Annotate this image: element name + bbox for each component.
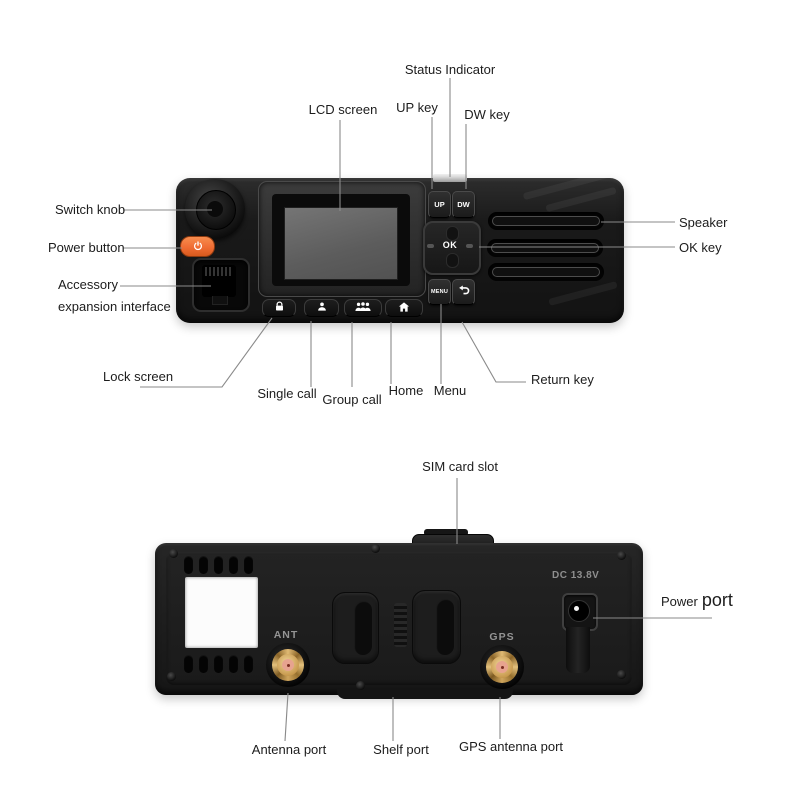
shelf-rail xyxy=(394,603,407,647)
power-port-pin xyxy=(574,606,579,611)
ok-key: OK xyxy=(442,240,458,250)
label-group-call: Group call xyxy=(322,392,382,407)
label-return-key: Return key xyxy=(531,372,594,387)
vent-slot xyxy=(214,655,223,673)
ok-keypad-left-dash xyxy=(427,244,434,248)
label-switch-knob: Switch knob xyxy=(55,202,126,217)
label-power-port: Power port xyxy=(661,590,733,612)
volume-switch-knob-center xyxy=(207,201,223,217)
antenna-port-connector xyxy=(266,643,310,687)
vent-slot xyxy=(214,556,223,574)
label-speaker: Speaker xyxy=(679,215,728,230)
single-call-key xyxy=(304,299,339,317)
label-power-port-word1: Power xyxy=(661,594,698,609)
vent-slot xyxy=(229,655,238,673)
screw xyxy=(356,681,365,690)
label-power-port-word2: port xyxy=(701,590,733,610)
label-sim-card-slot: SIM card slot xyxy=(422,459,498,474)
label-home: Home xyxy=(388,383,424,398)
vent-slot xyxy=(199,556,208,574)
label-power-button: Power button xyxy=(48,240,125,255)
gps-marking: GPS xyxy=(489,631,515,643)
menu-key: MENU xyxy=(428,279,451,305)
label-up-key: UP key xyxy=(396,100,438,115)
screw xyxy=(371,544,380,553)
ok-keypad-down-nub xyxy=(446,253,459,268)
label-status-indicator: Status Indicator xyxy=(404,62,496,77)
return-key xyxy=(452,279,475,305)
speaker-slot xyxy=(488,263,604,281)
power-icon xyxy=(193,238,203,256)
group-call-key xyxy=(344,299,382,317)
sim-card-slot-tab xyxy=(424,529,468,536)
ok-keypad-up-nub xyxy=(446,226,459,241)
up-key: UP xyxy=(428,191,451,218)
dc-rating-marking: DC 13.8V xyxy=(552,570,600,581)
ok-keypad-right-dash xyxy=(466,244,473,248)
vent-slot xyxy=(184,556,193,574)
vent-slot xyxy=(229,556,238,574)
return-key-line xyxy=(461,321,526,383)
screw xyxy=(617,670,626,679)
label-shelf-port: Shelf port xyxy=(373,742,429,757)
rear-bottom-bracket xyxy=(337,689,513,699)
screw xyxy=(169,549,178,558)
power-port-hole xyxy=(568,600,590,622)
mounting-bracket xyxy=(412,590,461,664)
power-port-channel xyxy=(566,627,590,673)
lcd-screen xyxy=(284,207,398,280)
lock-screen-key xyxy=(262,299,296,317)
mounting-bracket xyxy=(332,592,379,664)
gps-antenna-port-connector xyxy=(480,645,524,689)
dw-key: DW xyxy=(452,191,475,218)
label-antenna-port: Antenna port xyxy=(251,742,327,757)
screw xyxy=(617,551,626,560)
lock-icon xyxy=(274,299,285,317)
vent-slot xyxy=(184,655,193,673)
home-key xyxy=(385,299,423,317)
power-button xyxy=(180,236,215,257)
antenna-port-line xyxy=(284,692,289,742)
screw xyxy=(167,672,176,681)
label-lcd-screen: LCD screen xyxy=(308,102,378,117)
label-gps-antenna-port: GPS antenna port xyxy=(458,739,564,754)
group-call-icon xyxy=(355,299,371,317)
label-accessory-line1: Accessory xyxy=(58,277,118,292)
label-plate xyxy=(185,577,258,648)
vent-slot xyxy=(244,556,253,574)
vent-slot xyxy=(244,655,253,673)
label-accessory-line2: expansion interface xyxy=(58,299,171,314)
return-arrow-icon xyxy=(458,283,470,301)
vent-slot xyxy=(199,655,208,673)
label-lock-screen: Lock screen xyxy=(103,369,174,384)
speaker-slot xyxy=(488,212,604,230)
label-ok-key: OK key xyxy=(679,240,722,255)
ant-marking: ANT xyxy=(273,629,299,641)
status-indicator-strip xyxy=(433,174,467,182)
accessory-port-tab xyxy=(212,296,228,305)
accessory-port-pins xyxy=(205,267,233,276)
label-dw-key: DW key xyxy=(464,107,510,122)
speaker-slot xyxy=(487,239,603,257)
home-icon xyxy=(398,299,410,317)
label-single-call: Single call xyxy=(257,386,317,401)
label-menu: Menu xyxy=(433,383,467,398)
single-call-icon xyxy=(317,299,327,317)
